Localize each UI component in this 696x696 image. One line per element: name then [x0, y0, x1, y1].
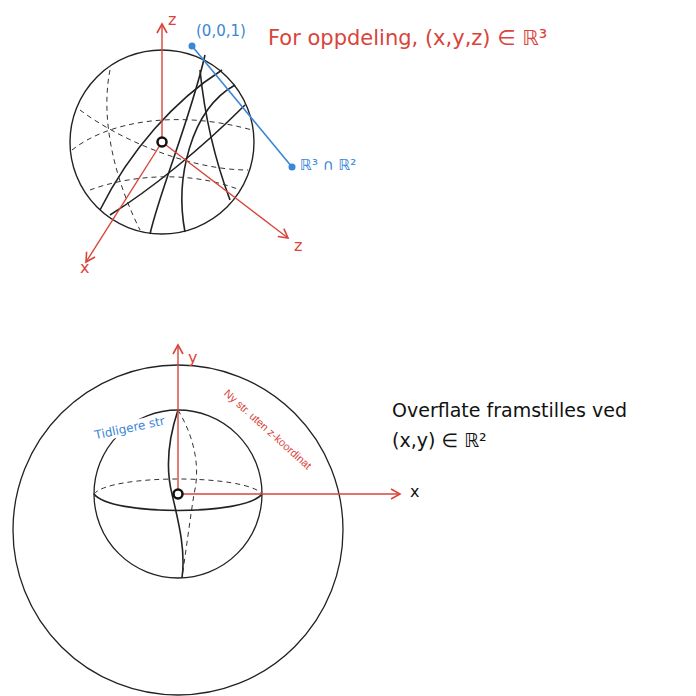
- x-axis: [86, 142, 162, 262]
- note: For oppdeling, (x,y,z) ∈ ℝ³: [268, 26, 547, 51]
- axis-label: x: [410, 482, 419, 501]
- axis-label: x: [80, 258, 89, 277]
- arc-label: Tidligere str: [92, 413, 169, 443]
- north-pole-dot: [189, 43, 196, 50]
- axis-label: z: [168, 10, 176, 29]
- z-axis: [161, 24, 162, 142]
- origin-dot: [158, 138, 167, 147]
- axis-label: y: [188, 348, 197, 367]
- axis-label: z: [294, 236, 302, 255]
- great-circles: [100, 55, 245, 234]
- y-axis: [177, 345, 178, 494]
- intersection-label: ℝ³ ∩ ℝ²: [300, 156, 356, 174]
- meridian-front: [169, 410, 183, 578]
- origin-dot: [174, 490, 183, 499]
- second-axis: [162, 142, 288, 238]
- point-label: (0,0,1): [196, 22, 246, 40]
- x-axis: [178, 493, 400, 494]
- note: Overflate framstilles ved (x,y) ∈ ℝ²: [392, 395, 632, 456]
- intersection-dot: [289, 164, 296, 171]
- arc-label: Ny str. uten z-koordinat: [222, 387, 315, 472]
- projection-line: [192, 46, 292, 167]
